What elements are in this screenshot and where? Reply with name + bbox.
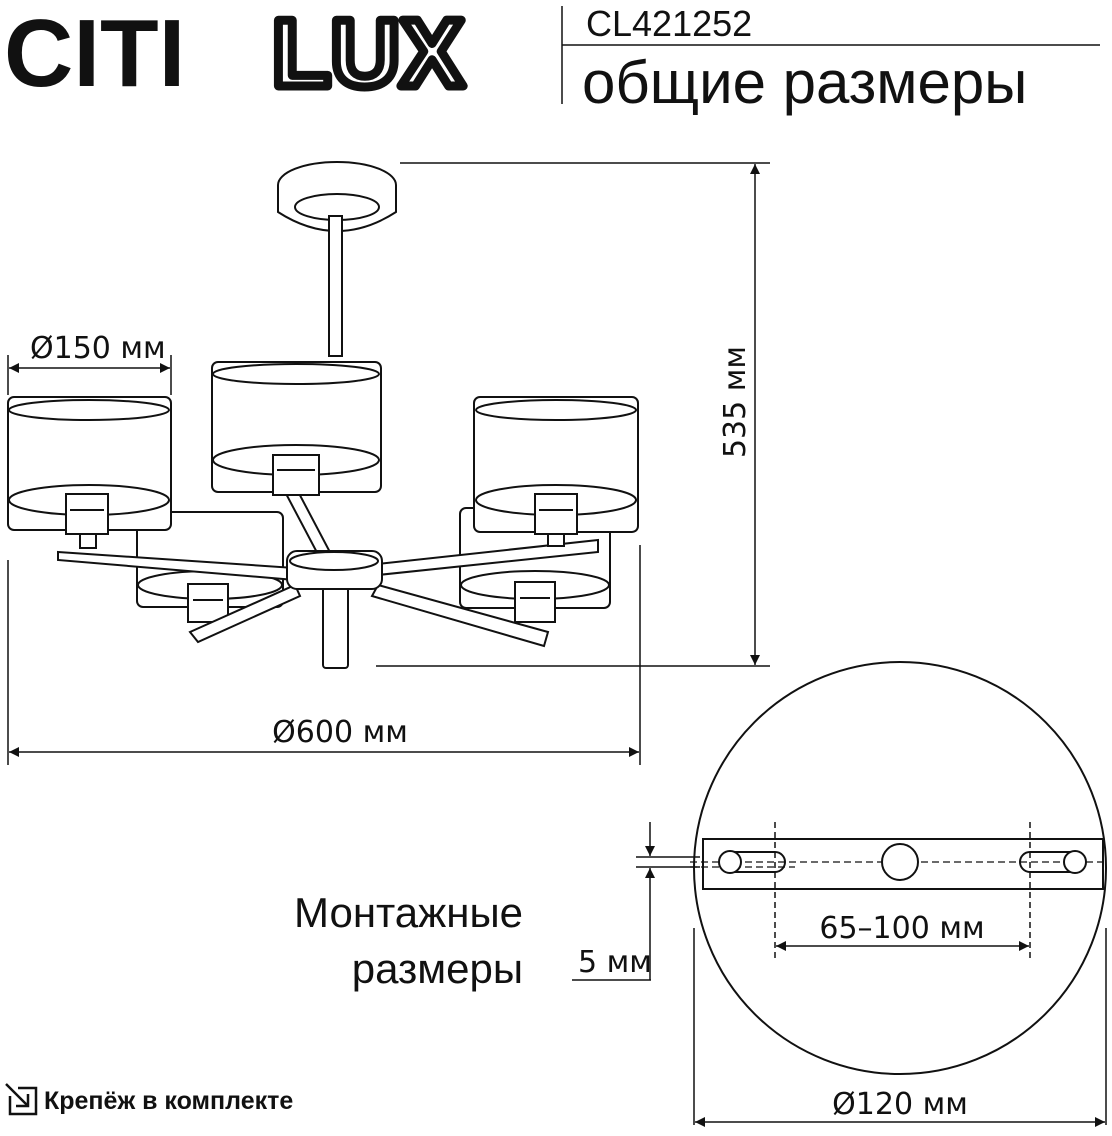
stem bbox=[328, 215, 343, 357]
height-label: 535 мм bbox=[718, 346, 753, 458]
arrow-into-box-icon bbox=[5, 1083, 38, 1116]
shade-front-center bbox=[211, 361, 382, 496]
hole-spacing-label: 65–100 мм bbox=[819, 911, 984, 946]
shade-front-right bbox=[473, 396, 639, 547]
brand-logo: CITI LUX bbox=[4, 0, 469, 112]
fasteners-note: Крепёж в комплекте bbox=[44, 1087, 293, 1115]
mounting-dimension-lines bbox=[572, 822, 1107, 1127]
bracket-thickness-label: 5 мм bbox=[578, 945, 652, 980]
center-hole bbox=[881, 843, 919, 881]
overall-diameter-label: Ø600 мм bbox=[272, 715, 408, 750]
mounting-drawing bbox=[690, 661, 1108, 1075]
mounting-label-line2: размеры bbox=[352, 945, 523, 992]
center-drop bbox=[322, 582, 349, 669]
dimension-lines bbox=[7, 162, 770, 765]
model-number: CL421252 bbox=[586, 3, 752, 44]
plate-diameter-label: Ø120 мм bbox=[832, 1087, 968, 1122]
brand-logo-solid: CITI bbox=[4, 0, 185, 107]
brand-logo-outline: LUX bbox=[272, 0, 464, 107]
arms bbox=[57, 480, 599, 648]
mounting-label-line1: Монтажные bbox=[294, 889, 523, 936]
chandelier-drawing bbox=[7, 161, 639, 669]
page-title: общие размеры bbox=[582, 49, 1027, 116]
shade-diameter-label: Ø150 мм bbox=[30, 331, 166, 366]
shade-front-left bbox=[7, 396, 172, 549]
hub-top bbox=[289, 551, 379, 571]
